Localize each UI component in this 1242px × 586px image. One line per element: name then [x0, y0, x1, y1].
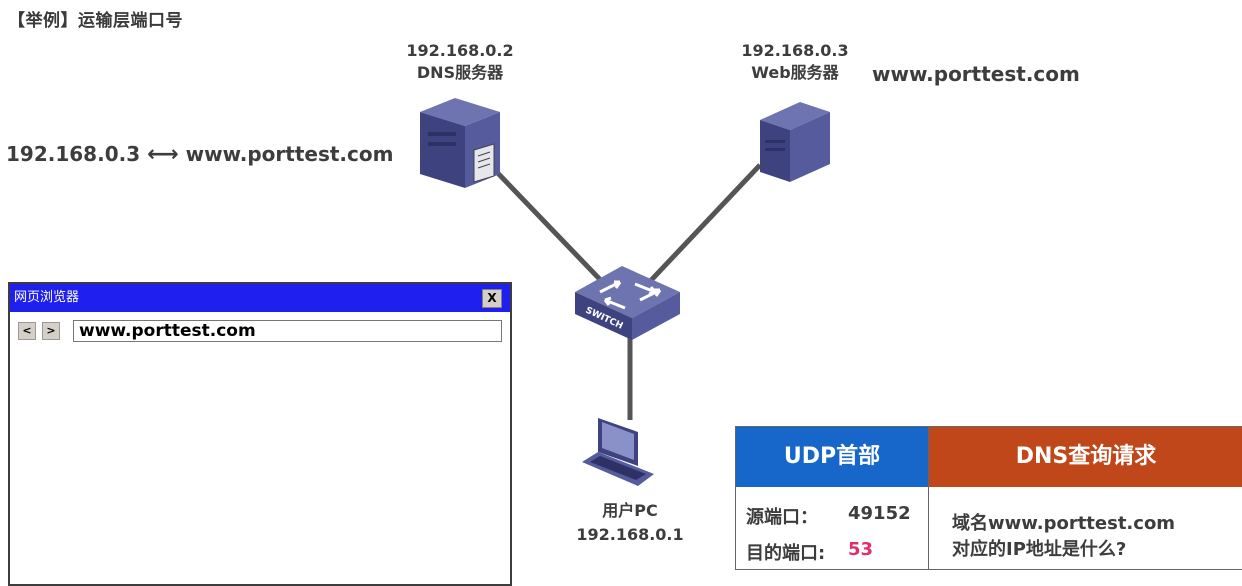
web-server-icon: [760, 102, 830, 182]
mapping-ip: 192.168.0.3: [6, 142, 141, 166]
browser-toolbar: < > www.porttest.com: [10, 312, 510, 342]
web-server-domain: www.porttest.com: [872, 62, 1080, 86]
close-button[interactable]: X: [482, 289, 502, 308]
laptop-icon: [582, 418, 654, 486]
dns-payload-label: DNS查询请求: [929, 427, 1242, 487]
page-title: 【举例】运输层端口号: [8, 11, 183, 31]
dst-port-label: 目的端口:: [746, 543, 826, 564]
web-server-name: Web服务器: [751, 63, 839, 82]
src-port-value: 49152: [848, 503, 911, 524]
dns-server-ip: 192.168.0.2: [406, 41, 514, 60]
dns-link: [488, 163, 614, 294]
packet-table: UDP首部 DNS查询请求 源端口： 49152 目的端口: 53 域名www.…: [735, 426, 1242, 570]
network-diagram: SWITCH: [420, 98, 830, 486]
dst-port-value: 53: [848, 539, 874, 560]
back-button[interactable]: <: [18, 322, 36, 340]
dns-server-name: DNS服务器: [416, 63, 504, 82]
bidirectional-arrow-icon: ⟷: [147, 142, 179, 167]
dns-mapping: 192.168.0.3 ⟷ www.porttest.com: [6, 142, 393, 167]
browser-title: 网页浏览器: [14, 290, 80, 305]
pc-ip: 192.168.0.1: [576, 525, 684, 544]
browser-titlebar: 网页浏览器 X: [10, 284, 510, 312]
mapping-domain: www.porttest.com: [185, 142, 394, 166]
address-bar[interactable]: www.porttest.com: [73, 320, 502, 342]
dns-query-line2: 对应的IP地址是什么?: [952, 539, 1127, 560]
udp-header-label: UDP首部: [736, 427, 928, 487]
web-link: [638, 163, 762, 294]
pc-name: 用户PC: [602, 501, 658, 520]
src-port-label: 源端口：: [746, 507, 818, 528]
forward-button[interactable]: >: [42, 322, 60, 340]
switch-icon: SWITCH: [575, 266, 680, 340]
dns-server-icon: [420, 98, 500, 188]
web-server-ip: 192.168.0.3: [741, 41, 849, 60]
dns-query-line1: 域名www.porttest.com: [952, 513, 1176, 534]
browser-window: 网页浏览器 X < > www.porttest.com: [8, 282, 512, 586]
